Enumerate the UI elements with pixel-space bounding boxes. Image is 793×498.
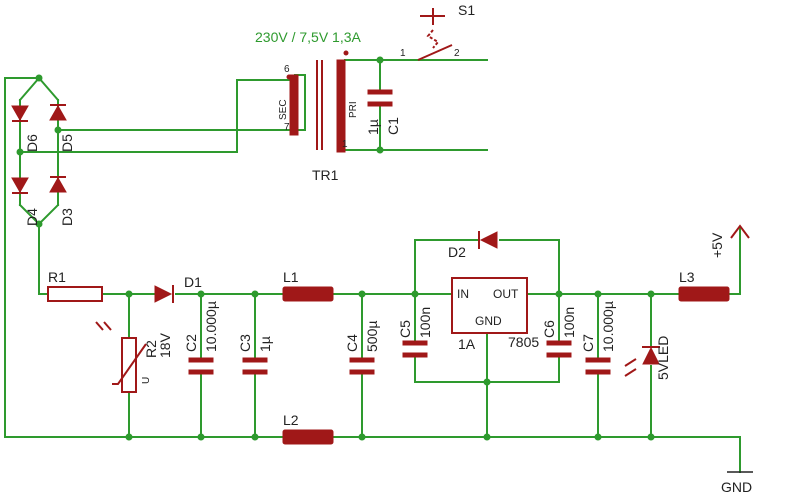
d5-name: D5 — [59, 134, 75, 152]
regulator-current: 1A — [458, 336, 476, 352]
c6-value: 100n — [561, 307, 577, 338]
s1-name: S1 — [458, 2, 475, 18]
diode-d6: D6 — [11, 105, 40, 152]
tr1-pin-7: 7 — [284, 122, 290, 133]
c3-value: 1µ — [257, 336, 273, 352]
diode-d1: D1 — [154, 274, 202, 303]
diode-d3: D3 — [49, 176, 75, 226]
resistor-r1: R1 — [47, 269, 103, 302]
tr1-pri-label: PRI — [348, 101, 359, 118]
led-name: 5VLED — [655, 336, 671, 380]
s1-pin-2: 2 — [454, 48, 460, 59]
led-5vled: 5VLED — [624, 336, 671, 380]
tr1-name: TR1 — [312, 167, 339, 183]
capacitor-c7: C7 10.000µ — [580, 301, 616, 375]
c4-value: 500µ — [364, 321, 380, 352]
regulator-name: 7805 — [508, 334, 539, 350]
c1-value: 1µ — [365, 119, 381, 135]
capacitor-c5: C5 100n — [397, 307, 433, 358]
l1-name: L1 — [283, 269, 299, 285]
capacitor-c6: C6 100n — [541, 307, 577, 358]
c5-name: C5 — [397, 320, 413, 338]
r2-value: 18V — [157, 332, 173, 358]
d4-name: D4 — [24, 208, 40, 226]
l2-name: L2 — [283, 412, 299, 428]
c4-name: C4 — [344, 334, 360, 352]
svg-text:U: U — [141, 377, 152, 384]
c7-name: C7 — [580, 334, 596, 352]
d1-name: D1 — [184, 274, 202, 290]
regulator-in-label: IN — [457, 287, 469, 301]
regulator-7805: IN OUT GND 1A 7805 — [451, 277, 539, 352]
diode-d2: D2 — [448, 231, 498, 260]
inductor-l3: L3 — [678, 269, 730, 302]
c7-value: 10.000µ — [600, 301, 616, 352]
s1-pin-1: 1 — [400, 48, 406, 59]
wires — [4, 59, 741, 473]
junctions — [16, 56, 655, 441]
c2-value: 10.000µ — [203, 301, 219, 352]
ground-label: GND — [721, 479, 752, 495]
c1-name: C1 — [385, 117, 401, 135]
tr1-rating: 230V / 7,5V 1,3A — [255, 29, 362, 45]
varistor-r2: R2 18V U — [95, 321, 173, 393]
vout-label: +5V — [709, 232, 725, 258]
inductor-l1: L1 — [282, 269, 334, 302]
c3-name: C3 — [237, 334, 253, 352]
tr1-pin-1: 1 — [342, 139, 348, 150]
diode-d4: D4 — [11, 177, 40, 226]
tr1-sec-label: SEC — [278, 99, 289, 120]
capacitor-c4: C4 500µ — [344, 321, 380, 375]
diode-d5: D5 — [49, 104, 75, 152]
regulator-gnd-label: GND — [475, 314, 502, 328]
c6-name: C6 — [541, 320, 557, 338]
r2-name: R2 — [143, 340, 159, 358]
ground-symbol: GND — [721, 471, 753, 495]
d2-name: D2 — [448, 244, 466, 260]
tr1-pin-6: 6 — [284, 64, 290, 75]
l3-name: L3 — [679, 269, 695, 285]
regulator-out-label: OUT — [493, 287, 519, 301]
transformer-tr1: SEC PRI 6 7 1 TR1 230V / 7,5V 1,3A — [255, 29, 362, 183]
switch-s1: S1 1 2 — [400, 2, 475, 61]
c5-value: 100n — [417, 307, 433, 338]
capacitor-c1: 1µ C1 — [365, 89, 401, 135]
capacitor-c2: C2 10.000µ — [183, 301, 219, 375]
r1-name: R1 — [48, 269, 66, 285]
c2-name: C2 — [183, 334, 199, 352]
d3-name: D3 — [59, 208, 75, 226]
d6-name: D6 — [24, 134, 40, 152]
inductor-l2: L2 — [282, 412, 334, 445]
vout-arrow: +5V — [709, 224, 750, 258]
capacitor-c3: C3 1µ — [237, 334, 273, 375]
